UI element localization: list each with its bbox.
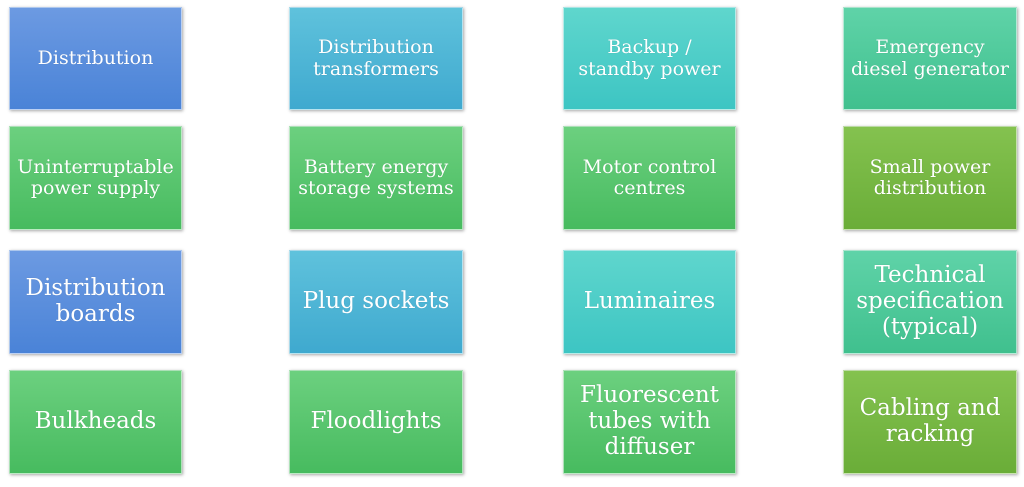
tile-emergency-diesel-generator: Emergency diesel generator [843,7,1017,110]
tile-label: Plug sockets [302,288,450,315]
tile-label: Technical specification (typical) [856,262,1004,340]
tile-label: Luminaires [583,288,716,315]
tile-distribution-transformers: Distribution transformers [289,7,463,110]
tile-motor-control-centres: Motor control centres [563,126,736,230]
tile-fluorescent-tubes: Fluorescent tubes with diffuser [563,370,736,474]
tile-label: Backup / standby power [578,36,721,80]
tile-label: Small power distribution [869,155,991,199]
tile-label: Motor control centres [582,155,717,199]
tile-label: Battery energy storage systems [298,155,454,199]
tile-distribution-boards: Distribution boards [9,250,182,354]
tile-uninterruptable-power-supply: Uninterruptable power supply [9,126,182,230]
tile-label: Distribution [37,46,154,69]
tile-battery-energy-storage: Battery energy storage systems [289,126,463,230]
tile-backup-standby-power: Backup / standby power [563,7,736,110]
tile-label: Floodlights [310,408,442,435]
tile-technical-specification: Technical specification (typical) [843,250,1017,354]
tile-bulkheads: Bulkheads [9,370,182,474]
tile-luminaires: Luminaires [563,250,736,354]
tile-label: Distribution boards [25,275,166,327]
tile-label: Emergency diesel generator [850,36,1010,80]
tile-label: Distribution transformers [313,36,439,80]
tile-cabling-and-racking: Cabling and racking [843,370,1017,474]
tile-distribution: Distribution [9,7,182,110]
tile-small-power-distribution: Small power distribution [843,126,1017,230]
tile-label: Uninterruptable power supply [17,155,174,199]
tile-label: Fluorescent tubes with diffuser [580,382,719,460]
tile-label: Cabling and racking [859,395,1001,447]
tile-plug-sockets: Plug sockets [289,250,463,354]
tile-floodlights: Floodlights [289,370,463,474]
tile-label: Bulkheads [34,408,157,435]
